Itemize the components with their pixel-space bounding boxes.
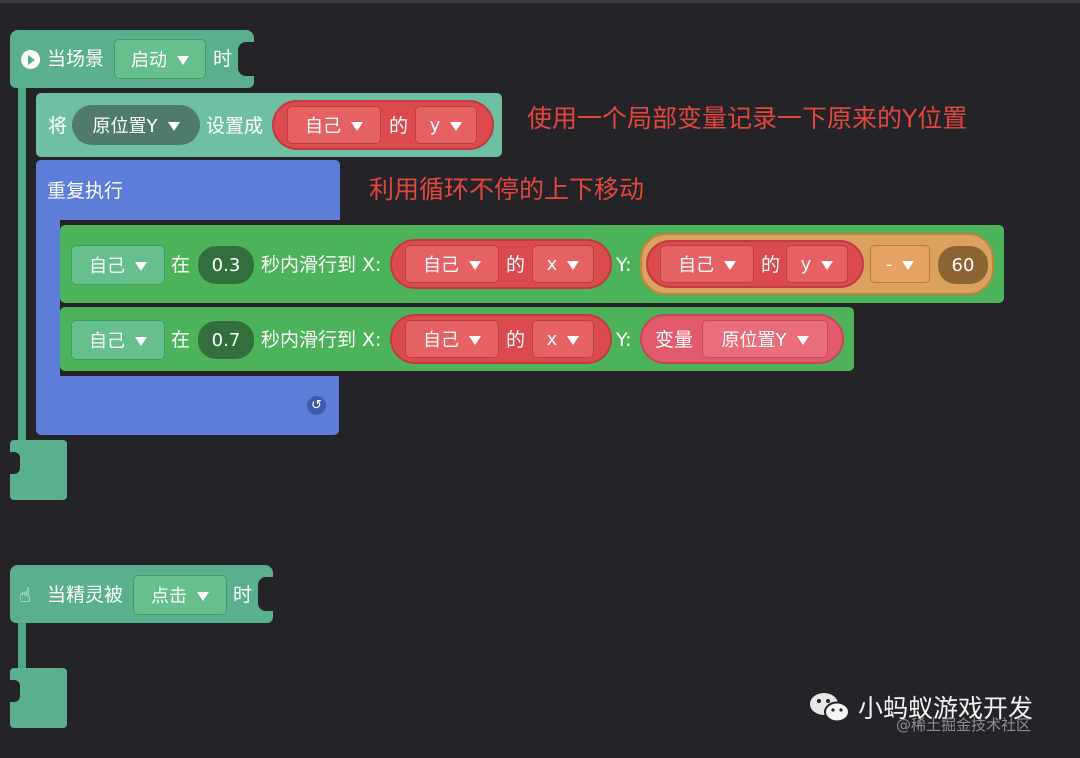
glide2-target-dropdown[interactable]: 自己 xyxy=(71,320,165,360)
glide2-x-of: 的 xyxy=(506,329,526,351)
glide1-target-dropdown[interactable]: 自己 xyxy=(71,245,165,285)
variable-reporter-value: 原位置Y xyxy=(721,330,787,351)
annotation-local-variable: 使用一个局部变量记录一下原来的Y位置 xyxy=(527,104,968,133)
watermark-community: @稀土掘金技术社区 xyxy=(896,716,1032,734)
top-border xyxy=(0,0,1080,3)
glide1-x-prop-dropdown[interactable]: x xyxy=(532,245,594,283)
glide1-y-prop-dropdown[interactable]: y xyxy=(786,245,848,283)
watermark-brand: 小蚂蚁游戏开发 xyxy=(858,694,1034,723)
chevron-down-icon xyxy=(567,335,580,345)
hat-notch xyxy=(238,42,254,76)
chevron-down-icon xyxy=(135,336,147,346)
glide2-x-target-dropdown[interactable]: 自己 xyxy=(405,320,499,358)
glide1-y-label: Y: xyxy=(616,254,632,276)
click-event-prefix: 当精灵被 xyxy=(47,584,124,606)
chevron-down-icon xyxy=(351,121,363,131)
glide1-y-target-value: 自己 xyxy=(678,255,714,276)
chevron-down-icon xyxy=(197,591,209,601)
chevron-down-icon xyxy=(902,260,915,270)
set-prefix: 将 xyxy=(48,115,68,137)
scene-event-value: 启动 xyxy=(131,50,167,71)
of-label: 的 xyxy=(389,115,409,137)
repeat-forever-block[interactable] xyxy=(36,160,340,220)
glide2-x-prop-dropdown[interactable]: x xyxy=(532,320,594,358)
glide2-at: 在 xyxy=(171,329,191,351)
chevron-down-icon xyxy=(796,335,809,345)
chevron-down-icon xyxy=(724,260,736,270)
chevron-down-icon xyxy=(469,335,481,345)
chevron-down-icon xyxy=(567,260,580,270)
glide2-x-prop-value: x xyxy=(546,328,558,350)
operator-dropdown[interactable]: - xyxy=(870,245,930,283)
subtract-amount-input[interactable]: 60 xyxy=(938,246,988,284)
chevron-down-icon xyxy=(135,261,147,271)
glide1-at: 在 xyxy=(171,254,191,276)
set-mid: 设置成 xyxy=(206,115,264,137)
variable-dropdown[interactable]: 原位置Y xyxy=(72,105,200,145)
glide2-target-value: 自己 xyxy=(89,331,125,352)
variable-reporter-label: 变量 xyxy=(655,329,694,351)
loop-arrow-icon: ↺ xyxy=(307,396,326,415)
glide2-action: 秒内滑行到 X: xyxy=(261,329,382,351)
end-cap-notch xyxy=(10,452,20,474)
play-icon xyxy=(21,50,40,69)
click-event-dropdown[interactable]: 点击 xyxy=(133,575,227,615)
glide1-x-of: 的 xyxy=(506,254,526,276)
target-dropdown[interactable]: 自己 xyxy=(287,106,381,144)
annotation-loop-move: 利用循环不停的上下移动 xyxy=(369,175,645,204)
glide2-seconds-input[interactable]: 0.7 xyxy=(198,321,254,359)
end-cap-notch xyxy=(10,680,20,702)
pointer-hand-icon: ☝ xyxy=(19,583,32,607)
scene-event-dropdown[interactable]: 启动 xyxy=(114,39,206,79)
variable-name: 原位置Y xyxy=(92,116,158,137)
wechat-icon xyxy=(810,693,850,723)
scene-start-prefix: 当场景 xyxy=(47,48,105,70)
property-value: y xyxy=(429,114,441,136)
click-event-suffix: 时 xyxy=(233,584,253,606)
glide1-action: 秒内滑行到 X: xyxy=(261,254,382,276)
chevron-down-icon xyxy=(821,260,834,270)
chevron-down-icon xyxy=(177,55,189,65)
glide1-x-target-dropdown[interactable]: 自己 xyxy=(405,245,499,283)
glide1-x-target-value: 自己 xyxy=(423,255,459,276)
hat-notch xyxy=(258,577,274,611)
glide1-y-of: 的 xyxy=(761,254,781,276)
event-block-spine xyxy=(18,80,26,450)
glide1-y-prop-value: y xyxy=(800,253,812,275)
glide2-y-label: Y: xyxy=(616,329,632,351)
repeat-block-footer xyxy=(36,376,339,435)
scene-start-suffix: 时 xyxy=(213,48,233,70)
click-event-spine xyxy=(18,615,26,685)
operator-value: - xyxy=(885,253,893,275)
repeat-label: 重复执行 xyxy=(47,180,124,202)
glide1-seconds-input[interactable]: 0.3 xyxy=(198,246,254,284)
property-dropdown[interactable]: y xyxy=(415,106,477,144)
click-event-value: 点击 xyxy=(151,586,187,607)
repeat-block-arm xyxy=(36,220,60,376)
chevron-down-icon xyxy=(167,121,180,131)
target-value: 自己 xyxy=(305,116,341,137)
chevron-down-icon xyxy=(469,260,481,270)
variable-reporter-dropdown[interactable]: 原位置Y xyxy=(702,320,828,358)
glide1-y-target-dropdown[interactable]: 自己 xyxy=(660,245,754,283)
chevron-down-icon xyxy=(450,121,463,131)
glide1-target-value: 自己 xyxy=(89,256,125,277)
glide2-x-target-value: 自己 xyxy=(423,330,459,351)
glide1-x-prop-value: x xyxy=(546,253,558,275)
